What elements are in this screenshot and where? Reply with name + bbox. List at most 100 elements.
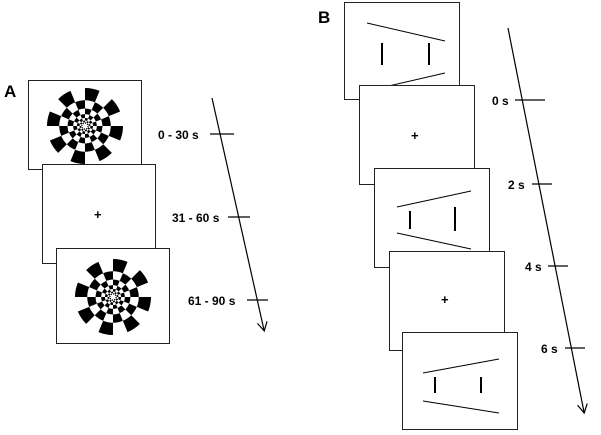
checkerboard-segment bbox=[101, 116, 111, 126]
checkerboard-segment bbox=[107, 289, 111, 294]
checkerboard-segment bbox=[86, 261, 104, 279]
ponzo-stimulus bbox=[396, 190, 472, 250]
checkerboard-segment bbox=[77, 128, 82, 132]
checkerboard-segment bbox=[70, 149, 85, 164]
checkerboard-segment bbox=[114, 294, 117, 297]
checkerboard-segment bbox=[100, 280, 109, 289]
checkerboard-segment bbox=[113, 288, 117, 292]
checkerboard-segment bbox=[94, 144, 112, 162]
ponzo-stimulus bbox=[422, 358, 500, 414]
checkerboard-segment bbox=[110, 291, 113, 294]
checkerboard-segment bbox=[107, 297, 110, 300]
checkerboard-segment bbox=[83, 128, 85, 130]
checkerboard-segment bbox=[118, 300, 124, 306]
checkerboard-segment bbox=[105, 299, 110, 303]
fixation-cross: + bbox=[94, 207, 102, 222]
checkerboard-segment bbox=[106, 307, 113, 315]
fixation-cross: + bbox=[441, 292, 449, 307]
panel-a-frame-3-checkerboard bbox=[56, 248, 170, 344]
checkerboard-segment bbox=[113, 304, 118, 309]
checkerboard-segment bbox=[81, 126, 84, 129]
checkerboard-segment bbox=[116, 294, 119, 297]
checkerboard-segment bbox=[125, 303, 137, 316]
checkerboard-segment bbox=[79, 122, 83, 125]
checkerboard-segment bbox=[113, 259, 128, 274]
checkerboard-segment bbox=[81, 131, 85, 135]
checkerboard-segment bbox=[61, 107, 73, 120]
checkerboard-segment bbox=[82, 122, 85, 125]
checkerboard-segment bbox=[92, 121, 97, 126]
checkerboard-segment bbox=[85, 142, 95, 152]
checkerboard-segment bbox=[123, 297, 131, 304]
checkerboard-segment bbox=[109, 295, 111, 297]
checkerboard-segment bbox=[109, 299, 112, 303]
checkerboard-segment bbox=[87, 127, 91, 130]
panel-b-time-label-3: 4 s bbox=[525, 260, 542, 274]
checkerboard-stimulus bbox=[75, 259, 151, 335]
checkerboard-segment bbox=[79, 118, 83, 123]
checkerboard-segment bbox=[118, 297, 122, 301]
panel-b-time-label-1: 0 s bbox=[492, 94, 509, 108]
checkerboard-segment bbox=[115, 298, 119, 301]
checkerboard-segment bbox=[91, 102, 104, 114]
checkerboard-segment bbox=[58, 90, 76, 108]
checkerboard-segment bbox=[109, 302, 113, 306]
checkerboard-segment bbox=[82, 120, 85, 123]
checkerboard-segment bbox=[73, 126, 78, 131]
checkerboard-segment bbox=[103, 99, 121, 117]
checkerboard-segment bbox=[113, 313, 123, 323]
checkerboard-segment bbox=[72, 109, 81, 118]
checkerboard-segment bbox=[49, 135, 67, 153]
checkerboard-segment bbox=[85, 88, 100, 103]
panel-b-frame-5-ponzo bbox=[402, 332, 518, 430]
checkerboard-segment bbox=[81, 128, 84, 132]
checkerboard-segment bbox=[108, 126, 123, 141]
panel-a-time-label-2: 31 - 60 s bbox=[172, 211, 220, 225]
checkerboard-segment bbox=[75, 282, 90, 297]
checkerboard-segment bbox=[122, 315, 140, 333]
checkerboard-segment bbox=[136, 297, 151, 312]
checkerboard-segment bbox=[59, 126, 69, 136]
checkerboard-segment bbox=[93, 113, 102, 122]
checkerboard-segment bbox=[88, 123, 91, 126]
panel-a-time-arrow bbox=[211, 97, 264, 330]
checkerboard-segment bbox=[77, 306, 95, 324]
checkerboard-segment bbox=[76, 122, 80, 126]
checkerboard-segment bbox=[119, 273, 132, 285]
checkerboard-segment bbox=[76, 131, 82, 137]
checkerboard-segment bbox=[88, 115, 94, 121]
checkerboard-segment bbox=[87, 297, 97, 307]
checkerboard-segment bbox=[90, 126, 94, 130]
checkerboard-segment bbox=[90, 129, 96, 135]
checkerboard-segment bbox=[107, 293, 111, 296]
checkerboard-segment bbox=[117, 305, 126, 314]
checkerboard-segment bbox=[97, 132, 109, 145]
checkerboard-segment bbox=[115, 297, 117, 299]
checkerboard-segment bbox=[75, 100, 85, 110]
checkerboard-segment bbox=[67, 119, 75, 126]
checkerboard-segment bbox=[85, 133, 90, 138]
checkerboard-segment bbox=[81, 124, 83, 126]
checkerboard-segment bbox=[113, 279, 120, 287]
checkerboard-segment bbox=[109, 297, 112, 300]
checkerboard-segment bbox=[89, 278, 101, 291]
checkerboard-segment bbox=[108, 285, 113, 290]
checkerboard-segment bbox=[47, 111, 62, 126]
checkerboard-segment bbox=[116, 291, 121, 295]
checkerboard-segment bbox=[121, 284, 130, 293]
checkerboard-segment bbox=[85, 117, 89, 121]
checkerboard-segment bbox=[78, 136, 85, 144]
checkerboard-segment bbox=[66, 138, 79, 150]
panel-a-time-label-1: 0 - 30 s bbox=[158, 128, 199, 142]
panel-b-letter: B bbox=[318, 8, 331, 27]
checkerboard-segment bbox=[86, 123, 89, 126]
checkerboard-segment bbox=[101, 297, 106, 302]
checkerboard-segment bbox=[113, 300, 116, 303]
checkerboard-segment bbox=[85, 127, 88, 130]
checkerboard-segment bbox=[111, 299, 113, 301]
checkerboard-segment bbox=[87, 126, 89, 128]
checkerboard-segment bbox=[104, 293, 108, 297]
checkerboard-segment bbox=[98, 320, 113, 335]
checkerboard-segment bbox=[131, 270, 149, 288]
